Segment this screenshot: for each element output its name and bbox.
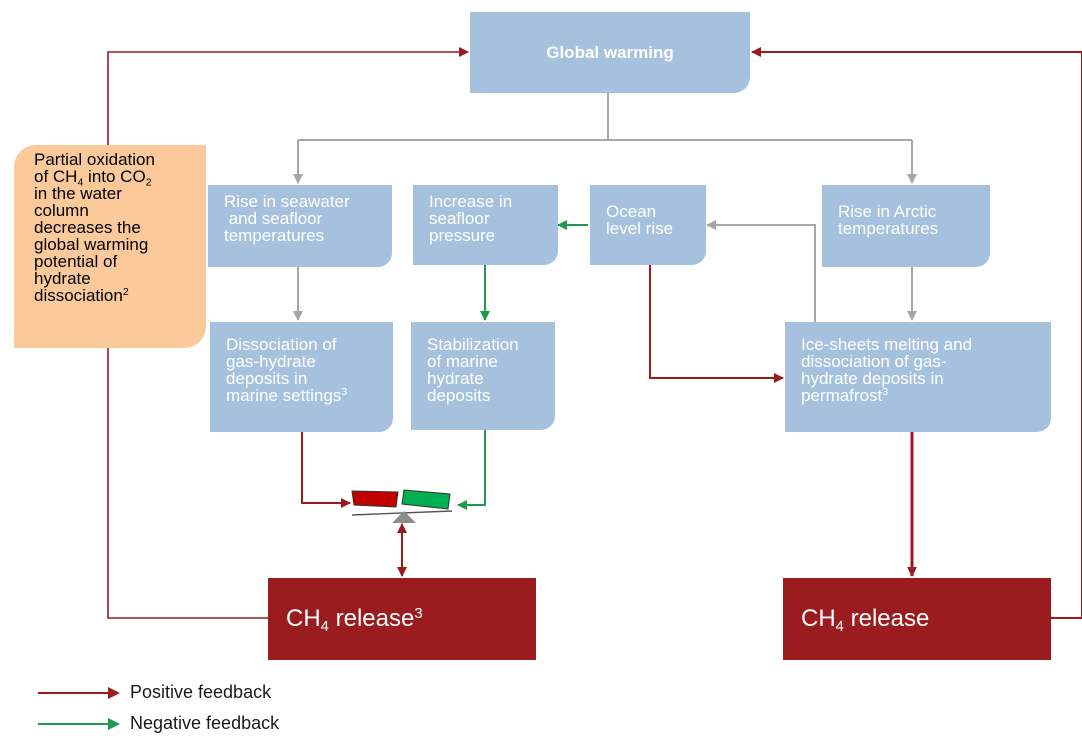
partial-oxidation-note: Partial oxidation of CH4 into CO2 in the… [14,145,206,348]
increase-pressure-line-1: Increase in [429,192,513,211]
rise-seawater-line-3: temperatures [224,226,325,245]
legend-positive: Positive feedback [36,682,271,703]
ice-sheets-line-3: hydrate deposits in [801,369,944,388]
note-line-8: hydrate [34,269,91,288]
note-line-7: potential of [34,252,118,271]
dissociation-marine-line-3: deposits in [226,369,308,388]
note-line-6: global warming [34,235,149,254]
ice-sheets-line-2: dissociation of gas- [801,352,947,371]
global-warming-label: Global warming [546,43,674,62]
dissociation-marine-box: Dissociation of gas-hydrate deposits in … [210,322,393,432]
ice-sheets-box: Ice-sheets melting and dissociation of g… [785,322,1051,432]
rise-seawater-line-1: Rise in seawater [224,192,350,211]
dissociation-marine-line-1: Dissociation of [226,335,337,354]
ice-sheets-line-1: Ice-sheets melting and [801,335,973,354]
note-line-2: of CH4 into CO2 [34,167,152,189]
arrow-dissociation-to-balance [301,432,351,508]
ocean-level-box: Ocean level rise [590,185,706,265]
global-warming-box: Global warming [470,12,750,93]
ch4-release-right-box: CH4 release [783,578,1051,660]
arrow-right-loop-to-global-warming [751,47,1082,619]
note-line-3: in the water [34,184,122,203]
arrow-stabilization-to-balance [457,430,486,510]
note-line-5: decreases the [34,218,141,237]
note-line-4: column [34,201,89,220]
ch4-release-left-label: CH4 release3 [286,605,423,636]
increase-pressure-line-3: pressure [429,226,496,245]
rise-seawater-box: Rise in seawater and seafloor temperatur… [208,185,392,267]
legend-positive-label: Positive feedback [130,682,272,702]
positive-arrow-icon [38,686,120,699]
dissociation-marine-line-4: marine settings3 [226,386,348,405]
ocean-level-line-1: Ocean [606,202,657,221]
increase-pressure-box: Increase in seafloor pressure [413,185,558,265]
stabilization-box: Stabilization of marine hydrate deposits [411,322,555,430]
note-line-9: dissociation2 [34,286,129,305]
dissociation-marine-line-2: gas-hydrate [226,352,316,371]
note-line-1: Partial oxidation [34,150,155,169]
legend-negative: Negative feedback [36,713,279,734]
stabilization-line-4: deposits [427,386,491,405]
balance-scale-icon [351,489,453,523]
ocean-level-line-2: level rise [606,219,674,238]
legend-negative-label: Negative feedback [130,713,280,733]
rise-arctic-line-1: Rise in Arctic [838,202,937,221]
stabilization-line-2: of marine [427,352,498,371]
arrow-ice-to-ocean-level [706,220,816,322]
ch4-release-right-label: CH4 release [801,605,930,636]
arrow-ocean-to-ice-sheets [649,265,784,383]
increase-pressure-line-2: seafloor [429,209,490,228]
rise-arctic-box: Rise in Arctic temperatures [822,185,990,267]
rise-seawater-line-2: and seafloor [224,209,323,228]
ch4-release-left-box: CH4 release3 [268,578,536,660]
stabilization-line-3: hydrate [427,369,484,388]
ice-sheets-line-4: permafrost3 [801,386,889,405]
negative-arrow-icon [38,717,120,730]
stabilization-line-1: Stabilization [427,335,519,354]
rise-arctic-line-2: temperatures [838,219,939,238]
